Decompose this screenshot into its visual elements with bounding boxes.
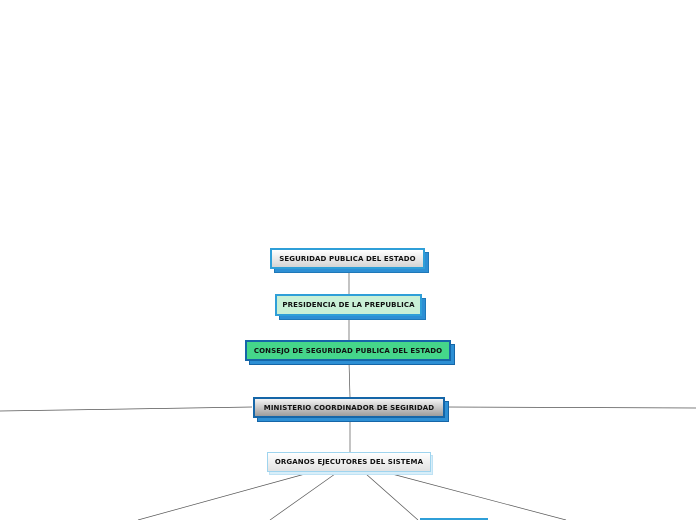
node-seguridad-label: SEGURIDAD PUBLICA DEL ESTADO bbox=[279, 254, 416, 263]
connector-organos-branch-4 bbox=[391, 473, 567, 520]
partial-node-bottom bbox=[420, 518, 488, 520]
node-organos[interactable]: ORGANOS EJECUTORES DEL SISTEMA bbox=[267, 452, 431, 472]
node-consejo-label: CONSEJO DE SEGURIDAD PUBLICA DEL ESTADO bbox=[253, 346, 443, 355]
connector-ministerio-right bbox=[445, 406, 696, 409]
node-organos-label: ORGANOS EJECUTORES DEL SISTEMA bbox=[274, 458, 424, 466]
node-seguridad-publica[interactable]: SEGURIDAD PUBLICA DEL ESTADO bbox=[270, 248, 425, 269]
node-ministerio-label: MINISTERIO COORDINADOR DE SEGIRIDAD bbox=[263, 403, 435, 412]
connector-organos-branch-1 bbox=[137, 473, 306, 520]
connector-organos-branch-3 bbox=[365, 473, 419, 520]
node-presidencia-label: PRESIDENCIA DE LA PREPUBLICA bbox=[282, 301, 415, 309]
node-presidencia[interactable]: PRESIDENCIA DE LA PREPUBLICA bbox=[275, 294, 422, 316]
connector-consejo-ministerio bbox=[348, 361, 351, 398]
node-consejo[interactable]: CONSEJO DE SEGURIDAD PUBLICA DEL ESTADO bbox=[245, 340, 451, 361]
node-ministerio[interactable]: MINISTERIO COORDINADOR DE SEGIRIDAD bbox=[253, 397, 445, 418]
connector-organos-branch-2 bbox=[269, 473, 336, 520]
connector-ministerio-left bbox=[0, 406, 253, 412]
